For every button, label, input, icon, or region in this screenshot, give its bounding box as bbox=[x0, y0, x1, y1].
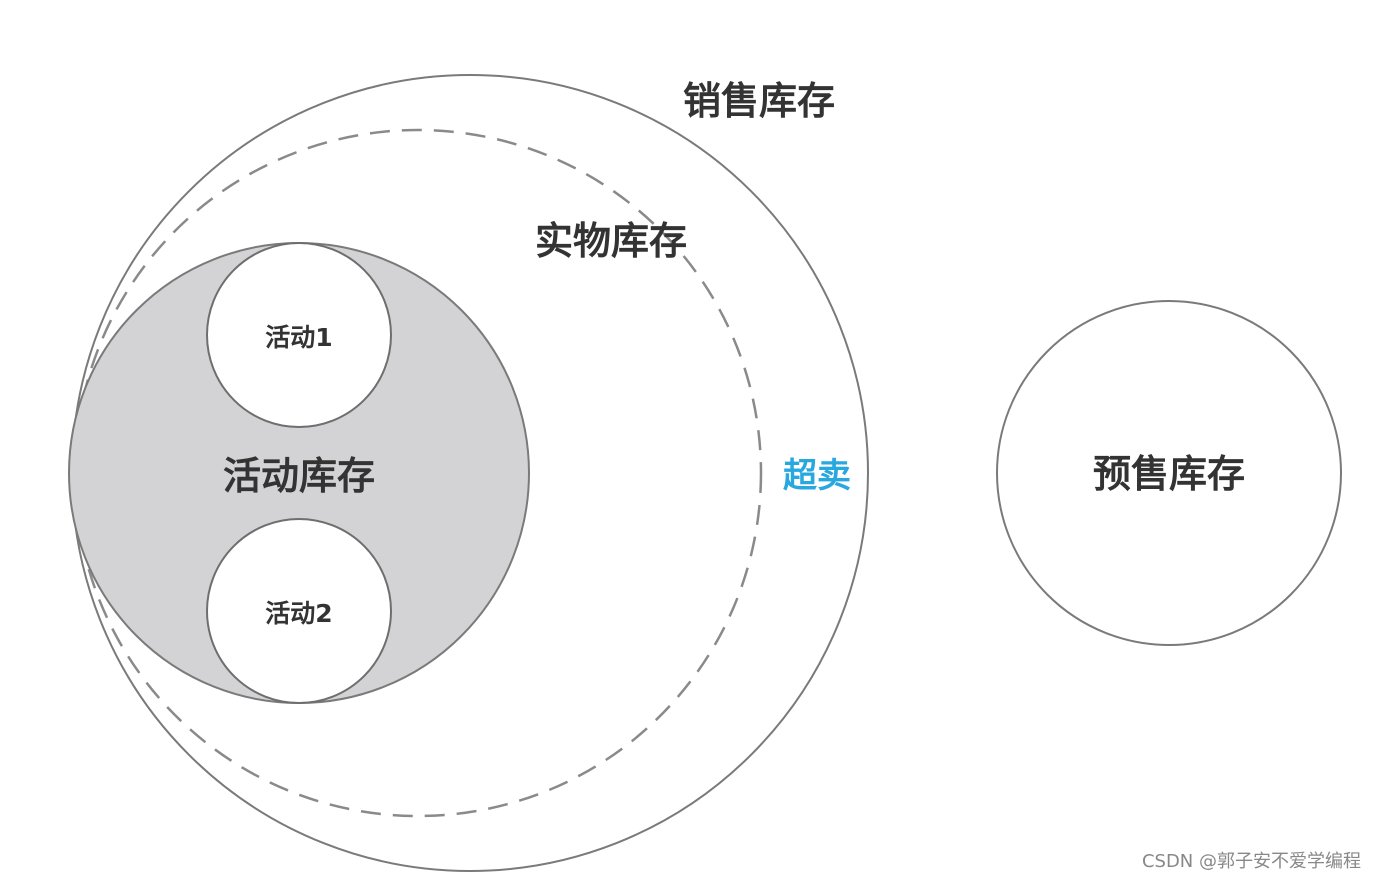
oversell-label: 超卖 bbox=[783, 456, 851, 496]
sales-inventory-label: 销售库存 bbox=[683, 79, 835, 123]
activity-inventory-label: 活动库存 bbox=[223, 454, 375, 498]
physical-inventory-circle bbox=[73, 128, 763, 818]
physical-inventory-label: 实物库存 bbox=[535, 219, 687, 263]
activity-1-label: 活动1 bbox=[265, 323, 332, 352]
presale-inventory-circle bbox=[996, 300, 1342, 646]
activity-2-label: 活动2 bbox=[265, 599, 332, 628]
activity-1-circle bbox=[206, 242, 392, 428]
presale-inventory-label: 预售库存 bbox=[1093, 452, 1245, 496]
activity-2-circle bbox=[206, 518, 392, 704]
watermark: CSDN @郭子安不爱学编程 bbox=[1141, 851, 1361, 872]
